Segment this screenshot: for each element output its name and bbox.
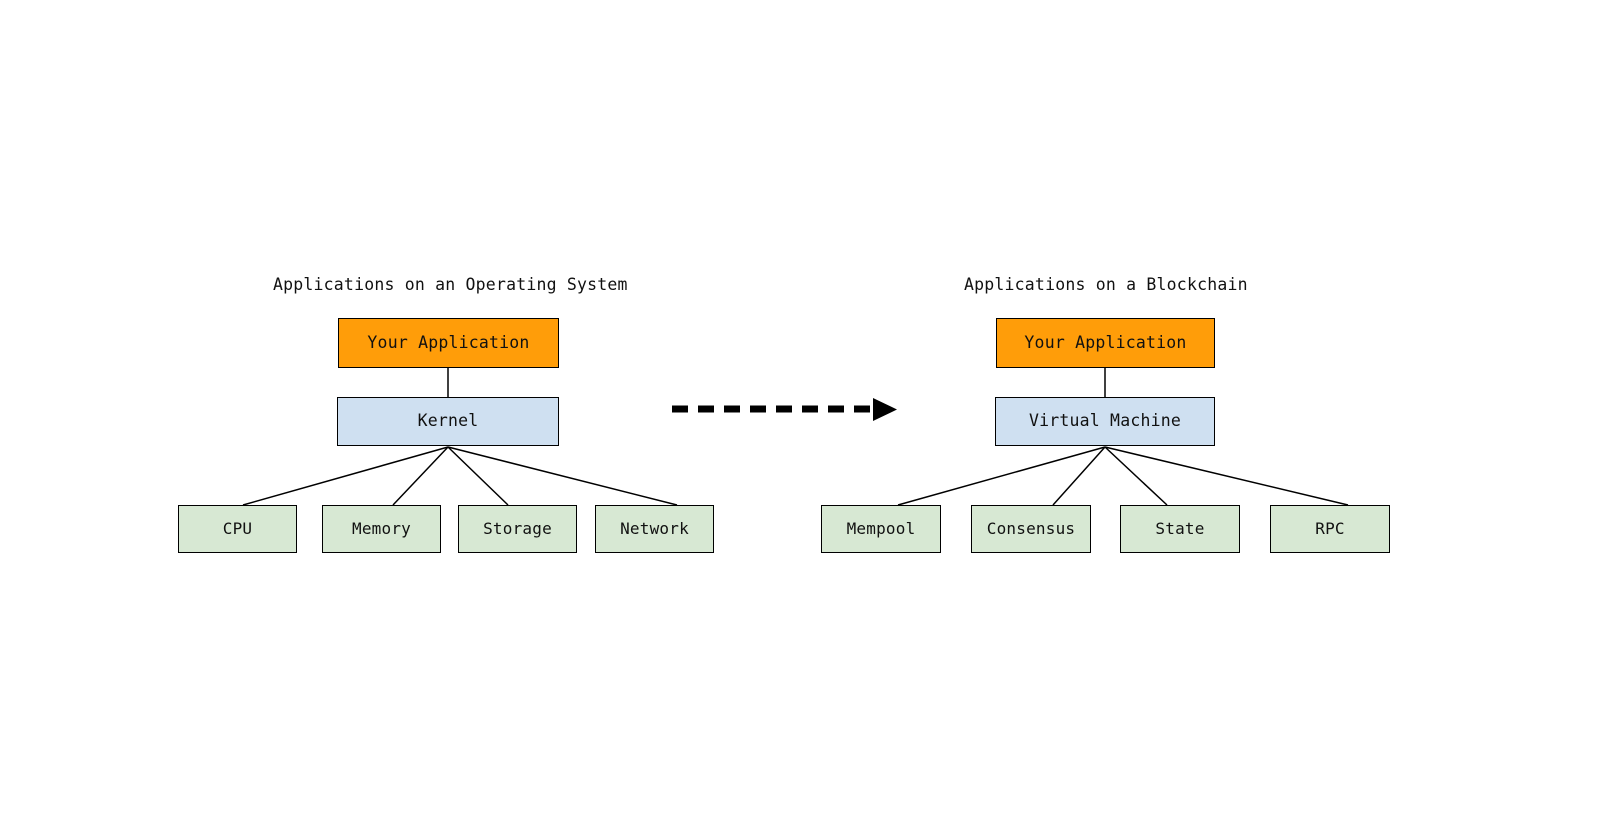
edge-kernel-to-cpu (242, 446, 449, 506)
right-virtual-machine-node[interactable]: Virtual Machine (995, 397, 1215, 446)
right-leaf-mempool[interactable]: Mempool (821, 505, 941, 553)
left-your-application-node[interactable]: Your Application (338, 318, 559, 368)
left-leaf-storage[interactable]: Storage (458, 505, 577, 553)
right-virtual-machine-label: Virtual Machine (1028, 411, 1181, 431)
left-kernel-node[interactable]: Kernel (337, 397, 559, 446)
dashed-transition-arrow (672, 398, 897, 421)
right-leaf-rpc[interactable]: RPC (1270, 505, 1390, 553)
right-your-application-label: Your Application (1024, 332, 1187, 352)
right-your-application-node[interactable]: Your Application (996, 318, 1215, 368)
right-leaf-state-label: State (1155, 519, 1205, 538)
left-leaf-network[interactable]: Network (595, 505, 714, 553)
edge-vm-to-state (1104, 446, 1168, 506)
left-your-application-label: Your Application (367, 332, 530, 352)
left-leaf-memory[interactable]: Memory (322, 505, 441, 553)
left-leaf-memory-label: Memory (352, 519, 411, 538)
left-leaf-storage-label: Storage (483, 519, 552, 538)
right-leaf-mempool-label: Mempool (846, 519, 916, 538)
edge-kernel-to-network (447, 446, 678, 506)
left-leaf-cpu[interactable]: CPU (178, 505, 297, 553)
right-leaf-consensus-label: Consensus (986, 519, 1076, 538)
left-kernel-label: Kernel (417, 411, 479, 431)
edge-vm-to-consensus (1052, 446, 1106, 506)
left-leaf-cpu-label: CPU (222, 519, 253, 538)
edge-kernel-to-storage (447, 446, 509, 506)
right-leaf-consensus[interactable]: Consensus (971, 505, 1091, 553)
left-leaf-network-label: Network (620, 519, 689, 538)
left-group-title: Applications on an Operating System (273, 275, 628, 294)
right-leaf-rpc-label: RPC (1315, 519, 1345, 538)
edge-vm-to-mempool (897, 446, 1106, 506)
right-group-title: Applications on a Blockchain (964, 275, 1248, 294)
edge-vm-to-rpc (1104, 446, 1349, 506)
edge-kernel-to-memory (392, 446, 449, 506)
right-leaf-state[interactable]: State (1120, 505, 1240, 553)
